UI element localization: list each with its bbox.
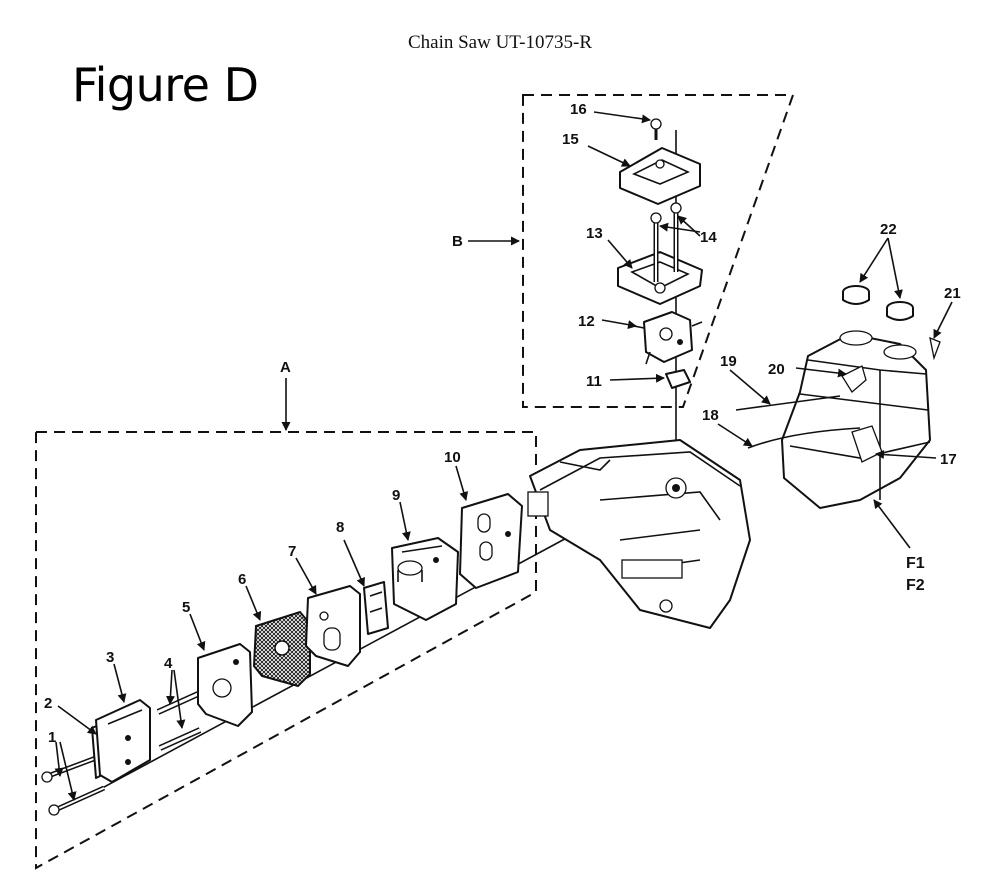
part-14-screws	[650, 202, 682, 282]
callout-2: 2	[44, 695, 52, 712]
callout-22: 22	[880, 221, 897, 238]
callout-13: 13	[586, 225, 603, 242]
callout-17: 17	[940, 451, 957, 468]
part-10-gasket-plate	[459, 493, 523, 589]
callout-4: 4	[164, 655, 173, 672]
callout-20: 20	[768, 361, 785, 378]
callout-21: 21	[944, 285, 961, 302]
group-b-label: B	[452, 233, 463, 250]
leader-lines	[54, 111, 953, 801]
group-f1-label: F1	[906, 555, 925, 572]
callout-8: 8	[336, 519, 344, 536]
callout-5: 5	[182, 599, 190, 616]
page-header: Chain Saw UT-10735-R	[407, 32, 593, 53]
group-a-label: A	[280, 359, 291, 376]
fuel-tank-assembly	[781, 330, 931, 509]
callout-9: 9	[392, 487, 400, 504]
callout-1: 1	[48, 729, 56, 746]
callout-12: 12	[578, 313, 595, 330]
callout-10: 10	[444, 449, 461, 466]
group-b-outline	[522, 94, 795, 408]
part-7-gasket	[305, 585, 361, 667]
part-13-adapter-plate	[617, 251, 703, 305]
callout-11: 11	[586, 373, 602, 390]
group-f2-label: F2	[906, 577, 925, 594]
part-22-caps	[842, 285, 914, 321]
part-3-muffler-cover	[95, 699, 151, 783]
callout-15: 15	[562, 131, 579, 148]
figure-title: Figure D	[72, 58, 259, 112]
part-19-fuel-line	[735, 395, 841, 411]
part-12-carburetor	[633, 311, 703, 365]
group-f-arrow	[873, 499, 911, 549]
part-21-vent	[929, 336, 941, 361]
callout-19: 19	[720, 353, 737, 370]
crankcase-housing	[527, 439, 751, 629]
part-15-filter-cover	[619, 147, 701, 205]
callout-18: 18	[702, 407, 719, 424]
part-16-nut	[650, 118, 662, 140]
part-9-muffler-body	[391, 537, 459, 621]
part-5-baffle	[197, 643, 253, 727]
callout-6: 6	[238, 571, 246, 588]
callout-7: 7	[288, 543, 296, 560]
callout-3: 3	[106, 649, 114, 666]
callout-14: 14	[700, 229, 717, 246]
callout-16: 16	[570, 101, 587, 118]
part-8-gasket-small	[363, 581, 389, 635]
part-18-fuel-line	[747, 427, 861, 449]
part-11-gasket	[665, 369, 691, 389]
group-a-outline	[35, 431, 537, 870]
part-6-screen	[252, 610, 311, 688]
